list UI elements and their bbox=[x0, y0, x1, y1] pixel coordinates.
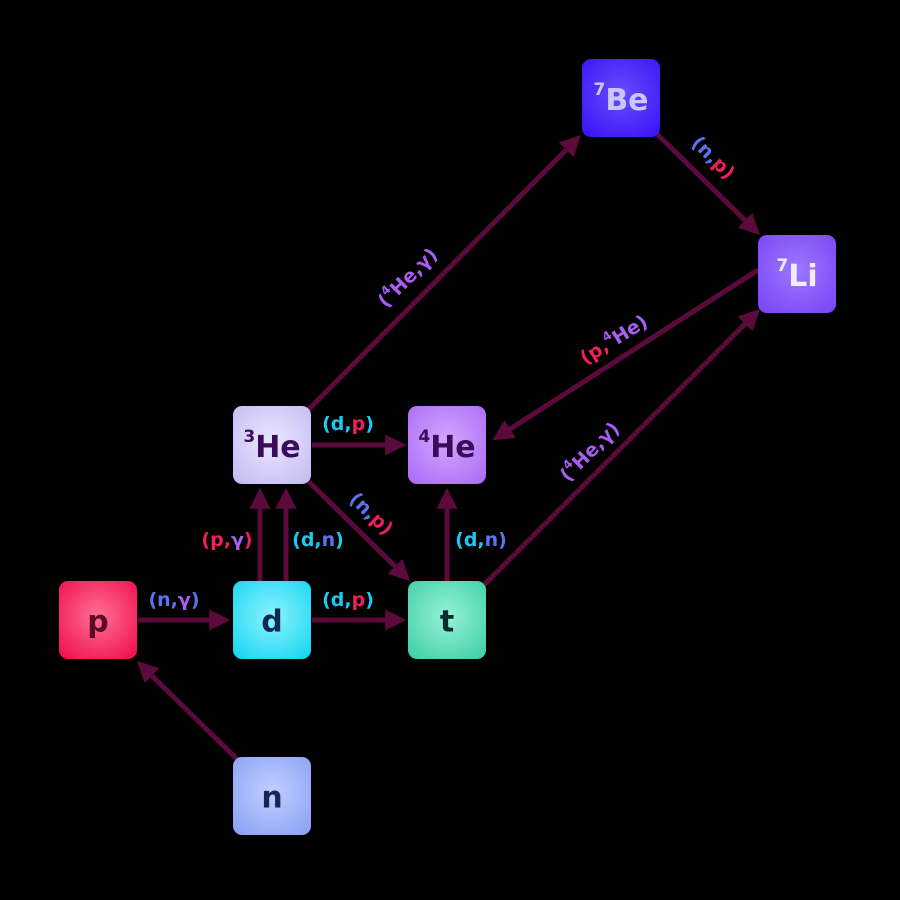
node-box-t bbox=[408, 581, 486, 659]
node-label-t: t bbox=[440, 605, 454, 640]
node-li7: 7Li bbox=[758, 235, 836, 313]
node-t: t bbox=[408, 581, 486, 659]
node-n: n bbox=[233, 757, 311, 835]
node-label-he3: 3He bbox=[243, 427, 300, 465]
edge-label-d-he3-a: (p,γ) bbox=[201, 529, 252, 551]
node-box-be7 bbox=[582, 59, 660, 137]
node-box-he3 bbox=[233, 406, 311, 484]
node-he4: 4He bbox=[408, 406, 486, 484]
edge-labels-layer: (n,γ)(d,p)(p,γ)(d,n)(d,p)(n,p)(d,n)(4He,… bbox=[148, 132, 739, 611]
node-p: p bbox=[59, 581, 137, 659]
nodes-layer: 7Be 7Li 3He 4He p d t n bbox=[59, 59, 836, 835]
arrow-be7-li7 bbox=[653, 130, 760, 235]
arrow-he3-be7 bbox=[306, 135, 581, 412]
node-label-be7: 7Be bbox=[593, 80, 648, 118]
node-he3: 3He bbox=[233, 406, 311, 484]
node-box-he4 bbox=[408, 406, 486, 484]
edge-label-he3-he4: (d,p) bbox=[322, 413, 374, 435]
node-box-n bbox=[233, 757, 311, 835]
node-d: d bbox=[233, 581, 311, 659]
arrow-t-li7 bbox=[481, 309, 760, 588]
arrow-n-p bbox=[136, 661, 240, 762]
edge-label-p-d: (n,γ) bbox=[148, 589, 199, 611]
edge-label-d-t: (d,p) bbox=[322, 589, 374, 611]
node-box-p bbox=[59, 581, 137, 659]
edge-label-t-he4: (d,n) bbox=[455, 529, 507, 551]
node-label-d: d bbox=[261, 605, 282, 640]
edge-label-d-he3-b: (d,n) bbox=[292, 529, 344, 551]
node-label-p: p bbox=[87, 605, 108, 640]
node-box-d bbox=[233, 581, 311, 659]
edges-layer bbox=[136, 130, 760, 762]
arrow-he3-t bbox=[303, 476, 410, 581]
node-label-n: n bbox=[261, 781, 282, 816]
node-box-li7 bbox=[758, 235, 836, 313]
node-label-li7: 7Li bbox=[776, 256, 817, 294]
arrow-li7-he4 bbox=[492, 267, 760, 441]
node-label-he4: 4He bbox=[418, 427, 475, 465]
node-be7: 7Be bbox=[582, 59, 660, 137]
